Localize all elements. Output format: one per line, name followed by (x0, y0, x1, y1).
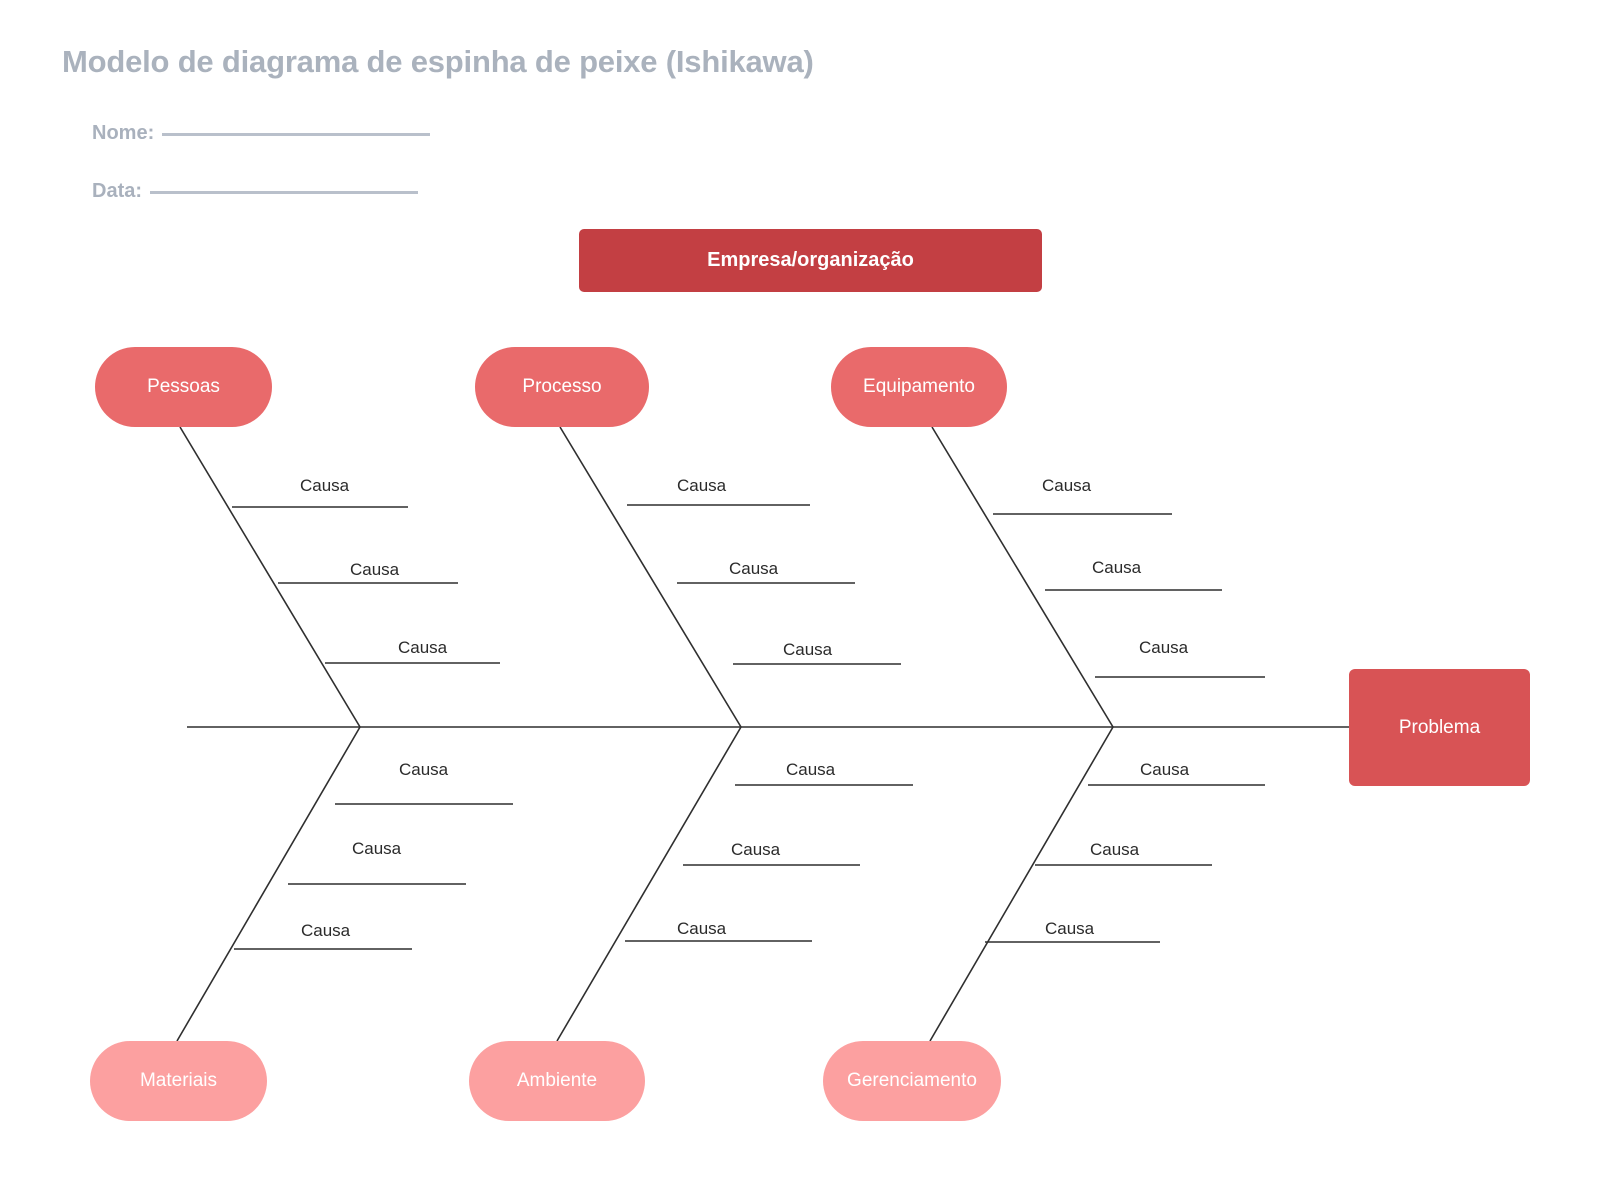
cause-label-gerenciamento-2[interactable]: Causa (1090, 840, 1140, 859)
cause-label-equipamento-1[interactable]: Causa (1042, 476, 1092, 495)
cause-label-pessoas-3[interactable]: Causa (398, 638, 448, 657)
category-branches (176, 426, 1114, 1042)
category-label-gerenciamento: Gerenciamento (847, 1070, 977, 1091)
category-pill-pessoas[interactable]: Pessoas (95, 347, 272, 427)
cause-label-processo-3[interactable]: Causa (783, 640, 833, 659)
category-pill-equipamento[interactable]: Equipamento (831, 347, 1007, 427)
branch-line-processo (559, 426, 742, 728)
form-input-nome[interactable] (162, 133, 431, 136)
cause-label-processo-1[interactable]: Causa (677, 476, 727, 495)
cause-label-ambiente-1[interactable]: Causa (786, 760, 836, 779)
branch-line-equipamento (931, 426, 1114, 728)
branch-line-materiais (176, 726, 361, 1042)
cause-label-equipamento-3[interactable]: Causa (1139, 638, 1189, 657)
cause-label-pessoas-2[interactable]: Causa (350, 560, 400, 579)
company-organization-box[interactable]: Empresa/organização (579, 229, 1042, 292)
branch-line-gerenciamento (929, 726, 1114, 1042)
category-label-equipamento: Equipamento (863, 376, 975, 397)
category-pill-gerenciamento[interactable]: Gerenciamento (823, 1041, 1001, 1121)
category-pill-processo[interactable]: Processo (475, 347, 649, 427)
cause-label-materiais-2[interactable]: Causa (352, 839, 402, 858)
category-pill-materiais[interactable]: Materiais (90, 1041, 267, 1121)
category-label-pessoas: Pessoas (147, 376, 220, 397)
cause-label-equipamento-2[interactable]: Causa (1092, 558, 1142, 577)
form-row-data: Data: (92, 180, 419, 203)
form-row-nome: Nome: (92, 122, 431, 145)
problem-box[interactable]: Problema (1349, 669, 1530, 786)
category-label-ambiente: Ambiente (516, 1070, 598, 1091)
branch-line-ambiente (556, 726, 742, 1042)
cause-label-gerenciamento-3[interactable]: Causa (1045, 919, 1095, 938)
category-label-materiais: Materiais (139, 1070, 218, 1091)
form-label-data: Data: (92, 180, 143, 202)
cause-label-ambiente-3[interactable]: Causa (677, 919, 727, 938)
cause-label-gerenciamento-1[interactable]: Causa (1140, 760, 1190, 779)
category-pill-ambiente[interactable]: Ambiente (469, 1041, 645, 1121)
problem-label: Problema (1398, 716, 1481, 738)
cause-label-materiais-3[interactable]: Causa (301, 921, 351, 940)
company-organization-label: Empresa/organização (707, 249, 914, 271)
form-input-data[interactable] (150, 191, 419, 194)
cause-label-ambiente-2[interactable]: Causa (731, 840, 781, 859)
form-label-nome: Nome: (92, 122, 155, 144)
cause-label-processo-2[interactable]: Causa (729, 559, 779, 578)
cause-label-pessoas-1[interactable]: Causa (300, 476, 350, 495)
category-label-processo: Processo (522, 376, 602, 397)
cause-label-materiais-1[interactable]: Causa (399, 760, 449, 779)
branch-line-pessoas (179, 426, 361, 728)
cause-bones: CausaCausaCausaCausaCausaCausaCausaCausa… (232, 476, 1265, 950)
page-title: Modelo de diagrama de espinha de peixe (… (62, 44, 814, 79)
